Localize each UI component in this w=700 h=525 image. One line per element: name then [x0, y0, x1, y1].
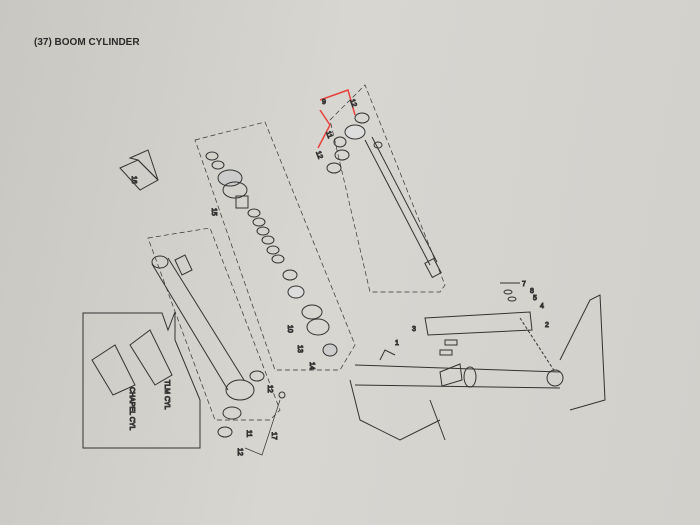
inset-tlm-cyl-label: TLM CYL: [163, 380, 170, 410]
seal-kit-outline: [194, 121, 356, 371]
machine-assembly: [349, 282, 606, 441]
callout-12: 12: [266, 385, 273, 393]
callout-9: 9: [322, 99, 326, 106]
callout-12: 12: [236, 448, 243, 456]
diagram-title: (37) BOOM CYLINDER: [34, 37, 140, 48]
piston-rod: [344, 124, 442, 279]
callout-8: 8: [530, 288, 534, 295]
callout-10: 10: [286, 325, 293, 333]
inset-labels-icons: [91, 329, 173, 396]
grease-block-16: [119, 149, 159, 191]
callout-13: 13: [296, 345, 303, 353]
callout-11: 11: [324, 130, 333, 139]
callout-12: 12: [314, 150, 323, 160]
rod-seals: [326, 112, 383, 174]
callout-1: 1: [395, 340, 399, 347]
callout-15: 15: [210, 208, 217, 216]
callout-12: 12: [348, 98, 357, 108]
inset-box: [82, 311, 201, 449]
cylinder-barrel: [151, 254, 286, 438]
callout-3: 3: [412, 326, 416, 333]
callout-16: 16: [130, 176, 137, 184]
callout-4: 4: [540, 303, 544, 310]
callout-2: 2: [545, 322, 549, 329]
rod-group-outline: [329, 84, 446, 293]
callout-17: 17: [270, 432, 277, 440]
highlight-marks: [317, 89, 356, 149]
callout-11: 11: [245, 430, 252, 437]
callout-5: 5: [533, 295, 537, 302]
callout-7: 7: [522, 281, 526, 288]
inset-chapel-cyl-label: CHAPEL CYL: [128, 387, 135, 430]
seal-kit-parts: [205, 151, 338, 357]
callout-14: 14: [308, 362, 315, 370]
